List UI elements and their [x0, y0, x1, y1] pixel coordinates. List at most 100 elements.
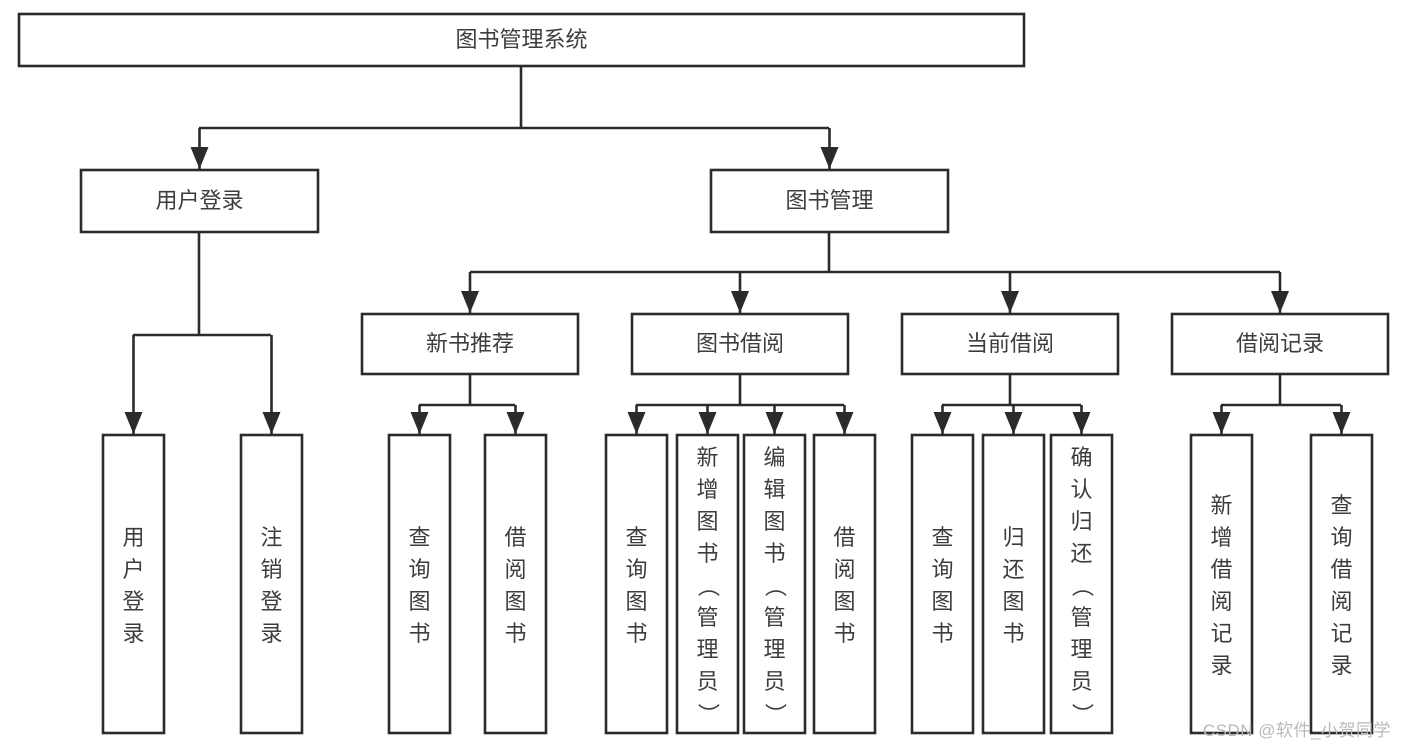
- node-label-char: （: [1070, 575, 1095, 597]
- node-label: 新书推荐: [426, 331, 514, 356]
- node-label-char: ）: [763, 703, 788, 725]
- arrow-head-icon: [731, 291, 749, 313]
- node-label-char: 询: [625, 557, 647, 582]
- node-label-char: 询: [408, 557, 430, 582]
- node-label-char: 查: [625, 525, 647, 550]
- node-label-char: 用: [122, 525, 144, 550]
- node-label-char: 辑: [763, 477, 785, 502]
- node-label-char: 理: [1070, 637, 1092, 662]
- node-label-char: 书: [408, 621, 430, 646]
- node-label-char: 阅: [504, 557, 526, 582]
- node-label-char: 书: [931, 621, 953, 646]
- node-label-char: 图: [504, 589, 526, 614]
- level3-node-new-book-rec[interactable]: 新书推荐: [360, 312, 580, 376]
- level3-node-current-borrow[interactable]: 当前借阅: [900, 312, 1120, 376]
- arrow-head-icon: [190, 147, 209, 169]
- node-label-char: 图: [625, 589, 647, 614]
- node-label-char: ）: [696, 703, 721, 725]
- node-label-char: 新: [1210, 493, 1232, 518]
- node-box[interactable]: [1309, 433, 1374, 735]
- node-label-char: 理: [763, 637, 785, 662]
- level2-node-user-login[interactable]: 用户登录: [79, 168, 320, 234]
- node-label-char: 图: [408, 589, 430, 614]
- node-label-char: 图: [833, 589, 855, 614]
- node-label-char: （: [763, 575, 788, 597]
- node-box[interactable]: [101, 433, 166, 735]
- arrow-head-icon: [698, 412, 717, 434]
- node-label-char: 录: [122, 621, 144, 646]
- level2-node-book-manage[interactable]: 图书管理: [709, 168, 950, 234]
- node-label-char: 管: [696, 605, 718, 630]
- arrow-head-icon: [835, 412, 854, 434]
- node-label-char: 户: [122, 557, 144, 582]
- node-label-char: 书: [625, 621, 647, 646]
- arrow-head-icon: [124, 412, 143, 434]
- node-label-char: 归: [1002, 525, 1024, 550]
- node-label-char: 借: [1330, 557, 1352, 582]
- node-box[interactable]: [981, 433, 1046, 735]
- arrow-head-icon: [461, 291, 479, 313]
- node-box[interactable]: [360, 312, 580, 376]
- leaf-node-leaf-user-login[interactable]: 用户登录: [101, 433, 166, 735]
- node-label: 借阅记录: [1236, 331, 1324, 356]
- arrow-head-icon: [1072, 412, 1091, 434]
- arrow-head-icon: [820, 147, 839, 169]
- node-box[interactable]: [900, 312, 1120, 376]
- node-label-char: 书: [763, 541, 785, 566]
- node-box[interactable]: [709, 168, 950, 234]
- node-box[interactable]: [387, 433, 452, 735]
- node-box[interactable]: [1189, 433, 1254, 735]
- node-label-char: 图: [931, 589, 953, 614]
- node-box[interactable]: [742, 433, 807, 735]
- node-label-char: 登: [260, 589, 282, 614]
- node-label-char: 录: [260, 621, 282, 646]
- node-label-char: 阅: [833, 557, 855, 582]
- node-label: 当前借阅: [966, 331, 1054, 356]
- node-box[interactable]: [604, 433, 669, 735]
- node-box[interactable]: [630, 312, 850, 376]
- arrow-head-icon: [410, 412, 429, 434]
- node-box[interactable]: [675, 433, 740, 735]
- node-label-char: 管: [763, 605, 785, 630]
- level3-node-borrow-record[interactable]: 借阅记录: [1170, 312, 1390, 376]
- node-label-char: 编: [763, 445, 785, 470]
- arrow-head-icon: [765, 412, 784, 434]
- arrow-head-icon: [1332, 412, 1351, 434]
- level3-node-book-borrow[interactable]: 图书借阅: [630, 312, 850, 376]
- node-label-char: 书: [1002, 621, 1024, 646]
- node-box[interactable]: [239, 433, 304, 735]
- node-label-char: 确: [1070, 445, 1092, 470]
- node-label-char: 书: [696, 541, 718, 566]
- node-box[interactable]: [1049, 433, 1114, 735]
- arrow-head-icon: [1001, 291, 1019, 313]
- node-box[interactable]: [483, 433, 548, 735]
- node-label-char: 理: [696, 637, 718, 662]
- node-label-char: 记: [1330, 621, 1352, 646]
- node-box[interactable]: [1170, 312, 1390, 376]
- node-label-char: 登: [122, 589, 144, 614]
- arrow-head-icon: [1271, 291, 1289, 313]
- node-box[interactable]: [812, 433, 877, 735]
- root-node-undefined[interactable]: 图书管理系统: [17, 12, 1026, 68]
- node-box[interactable]: [910, 433, 975, 735]
- node-label-char: 注: [260, 525, 282, 550]
- node-box[interactable]: [17, 12, 1026, 68]
- node-box[interactable]: [79, 168, 320, 234]
- node-label-char: 阅: [1330, 589, 1352, 614]
- node-label-char: 录: [1330, 653, 1352, 678]
- node-label-char: 员: [763, 669, 785, 694]
- node-label-char: 录: [1210, 653, 1232, 678]
